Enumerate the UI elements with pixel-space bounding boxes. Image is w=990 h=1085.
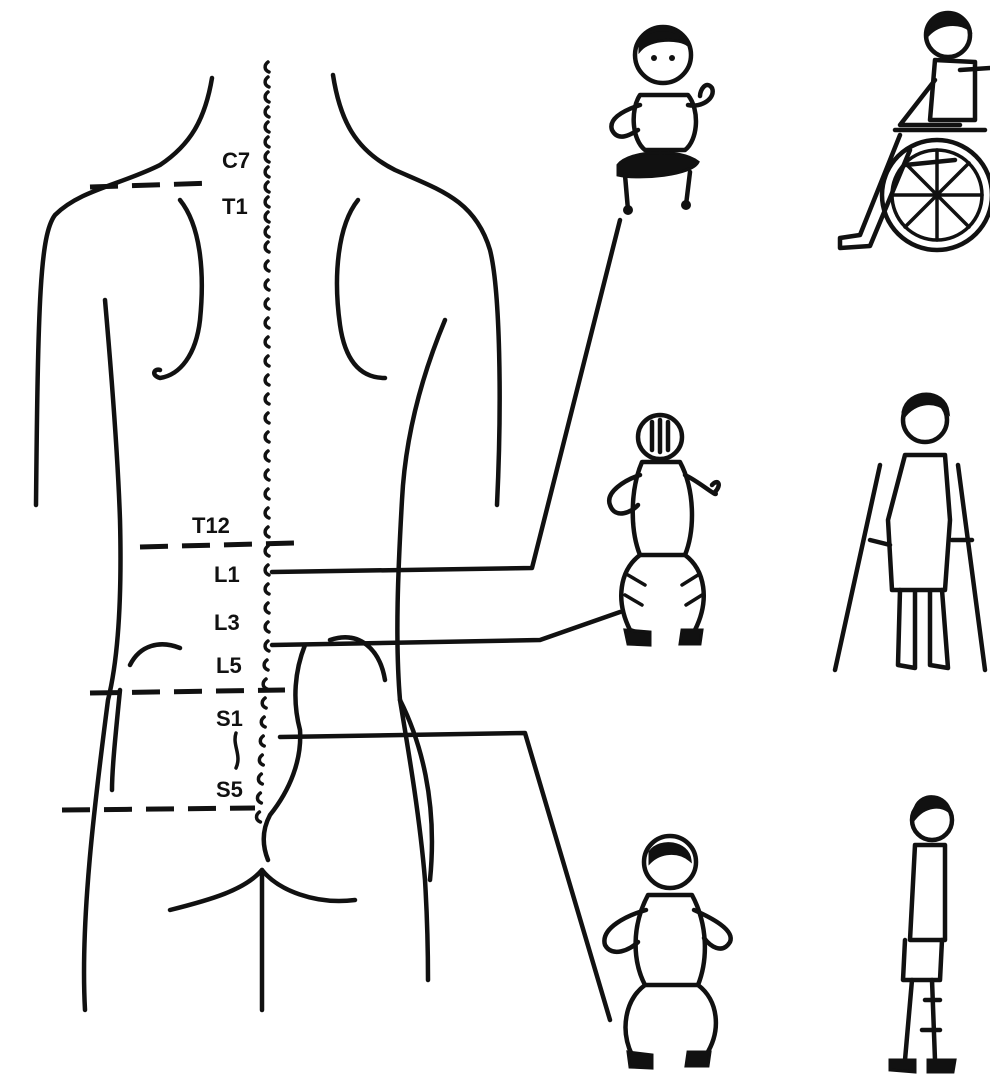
vertebra-mark	[265, 337, 269, 347]
label-c7: C7	[222, 148, 250, 173]
vertebra-mark	[265, 261, 269, 271]
vertebra-mark	[265, 413, 269, 423]
squatting-child-hair	[650, 844, 690, 862]
vertebra-mark	[265, 280, 269, 290]
crutches-person-dress	[888, 455, 950, 590]
braced-child-legs	[621, 555, 703, 635]
left-flank-line	[84, 300, 120, 1010]
vertebra-mark	[265, 508, 269, 518]
vertebra-mark	[265, 565, 269, 575]
vertebra-mark	[265, 318, 269, 328]
vertebra-mark	[265, 77, 269, 87]
right-scapula-line	[337, 200, 385, 378]
vertebra-mark	[257, 812, 261, 822]
vertebra-mark	[258, 774, 262, 784]
label-l5: L5	[216, 653, 242, 678]
connector-l1-to-top-child	[272, 220, 620, 572]
connector-s1-to-bottom-child	[280, 733, 610, 1020]
left-scapula-line	[154, 200, 202, 378]
sacrum-outline	[264, 645, 305, 860]
vertebra-mark	[265, 242, 269, 252]
vertebra-mark	[265, 394, 269, 404]
standing-profile-figure	[890, 797, 955, 1072]
vertebra-mark	[263, 679, 267, 689]
vertebra-mark	[262, 698, 266, 708]
vertebra-mark	[264, 660, 268, 670]
left-thigh-line	[112, 690, 120, 790]
vertebra-mark	[265, 152, 269, 162]
braced-child-figure	[609, 415, 718, 645]
label-l3: L3	[214, 610, 240, 635]
braced-child-feet	[625, 630, 702, 645]
vertebra-mark	[265, 641, 269, 651]
sacral-bracket	[235, 733, 238, 768]
label-t1: T1	[222, 194, 248, 219]
standing-person-feet	[890, 1060, 955, 1072]
vertebra-mark	[265, 197, 269, 207]
sitting-child-figure	[611, 27, 712, 215]
crutches-person-hair	[903, 394, 948, 418]
crutches	[835, 465, 985, 670]
label-t12: T12	[192, 513, 230, 538]
label-s1: S1	[216, 706, 243, 731]
standing-person-torso	[910, 845, 945, 940]
label-l1: L1	[214, 562, 240, 587]
vertebra-mark	[265, 470, 269, 480]
vertebra-mark	[265, 489, 269, 499]
right-flank-line	[397, 320, 445, 980]
standing-person-hair	[915, 797, 950, 818]
crutch-handles	[870, 540, 972, 545]
vertebra-mark	[265, 356, 269, 366]
vertebra-mark	[265, 92, 269, 102]
vertebra-mark	[265, 527, 269, 537]
left-neck-shoulder-line	[36, 78, 212, 505]
vertebra-mark	[265, 107, 269, 117]
vertebra-mark	[265, 546, 269, 556]
vertebra-mark	[260, 736, 264, 746]
level-lines	[62, 183, 295, 810]
right-neck-shoulder-line	[333, 75, 500, 505]
vertebra-mark	[265, 432, 269, 442]
vertebra-mark	[265, 122, 269, 132]
vertebra-mark	[265, 299, 269, 309]
vertebra-mark	[265, 451, 269, 461]
vertebra-mark	[265, 137, 269, 147]
squatting-child-figure	[604, 836, 730, 1068]
vertebra-mark	[265, 167, 269, 177]
vertebra-mark	[265, 182, 269, 192]
vertebra-mark	[259, 755, 263, 765]
squatting-child-feet	[628, 1052, 710, 1068]
label-s5: S5	[216, 777, 243, 802]
braced-child-face	[652, 420, 668, 452]
vertebra-mark	[265, 62, 269, 72]
crutches-figure	[835, 394, 985, 670]
connector-l3-to-middle-child	[272, 612, 620, 645]
vertebra-mark	[265, 375, 269, 385]
thoracic-level-dashed-line	[140, 543, 295, 547]
vertebra-mark	[265, 227, 269, 237]
vertebra-mark	[257, 793, 261, 803]
braced-child-leg-braces	[625, 575, 702, 605]
vertebra-mark	[265, 212, 269, 222]
wheelchair-figure	[840, 13, 990, 250]
vertebra-mark	[261, 717, 265, 727]
crutches-person-legs	[898, 590, 948, 668]
vertebral-column	[257, 62, 269, 822]
vertebra-mark	[265, 603, 269, 613]
vertebra-mark	[265, 622, 269, 632]
sacral-level-dashed-line	[62, 808, 255, 810]
standing-person-shorts	[903, 940, 942, 980]
left-hip-curve	[130, 644, 180, 665]
squatting-child-legs	[626, 985, 716, 1060]
standing-person-legs	[905, 980, 935, 1060]
vertebra-mark	[265, 584, 269, 594]
stool-seat	[618, 153, 698, 177]
